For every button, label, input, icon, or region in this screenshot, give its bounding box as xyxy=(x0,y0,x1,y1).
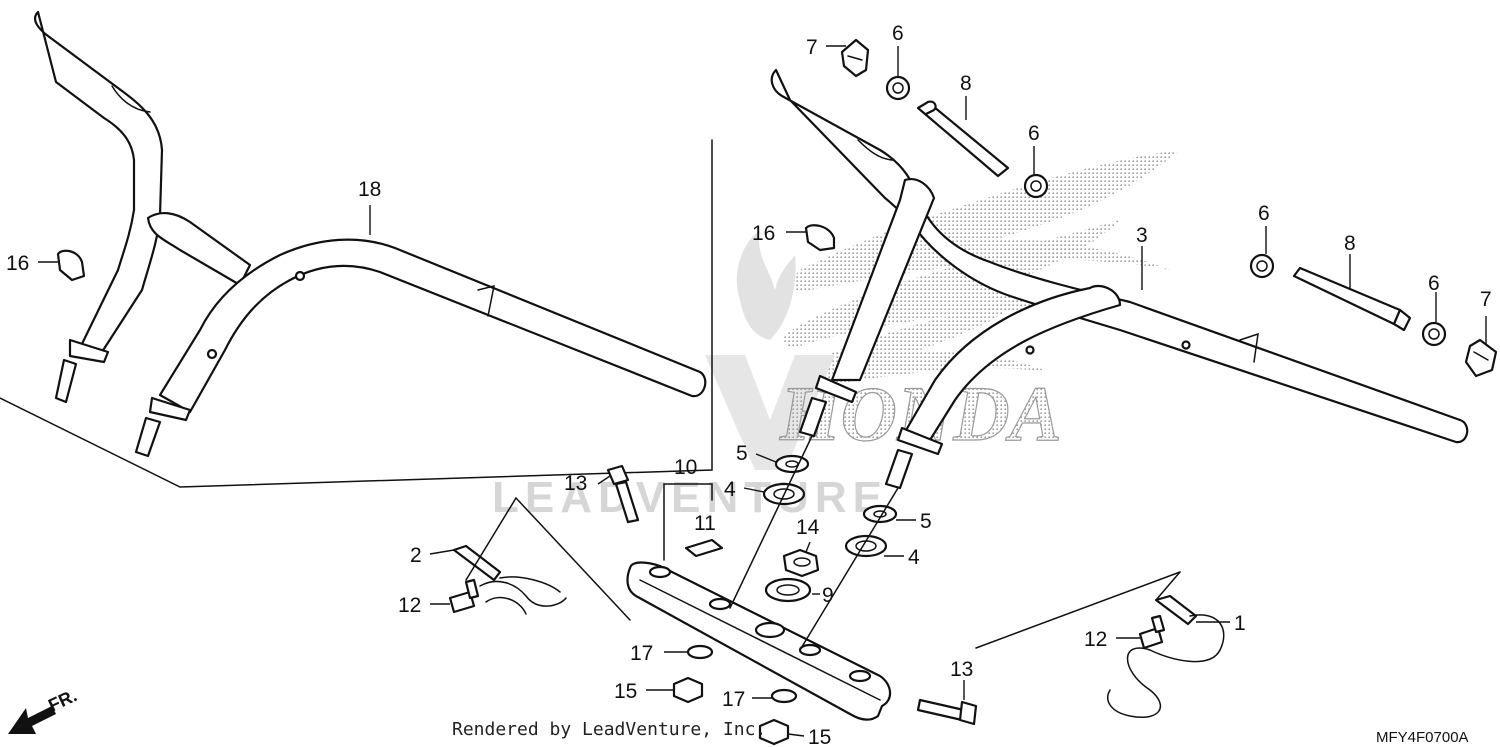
end-cap-part-7-upper[interactable] xyxy=(840,38,870,78)
holder-part-10[interactable] xyxy=(626,561,892,721)
clip-part-16-right[interactable] xyxy=(804,224,836,252)
inset-frame xyxy=(0,139,713,488)
callout-13-upper: 13 xyxy=(564,472,587,495)
washer-part-17-left[interactable] xyxy=(686,644,714,660)
callout-16-left: 16 xyxy=(6,252,29,275)
callout-7-upper: 7 xyxy=(806,36,818,59)
bolt-part-13-upper[interactable] xyxy=(606,464,640,524)
callout-17-right: 17 xyxy=(722,688,745,711)
callout-3: 3 xyxy=(1136,224,1148,247)
bar-end-weight-part-8-lower[interactable] xyxy=(1292,266,1412,332)
callout-6-d: 6 xyxy=(1428,272,1440,295)
callout-11: 11 xyxy=(694,512,716,535)
cable-guide-part-1[interactable] xyxy=(1107,594,1225,718)
callout-4-lower: 4 xyxy=(908,546,920,569)
callout-6-a: 6 xyxy=(892,22,904,45)
nut-part-15-right[interactable] xyxy=(758,718,790,746)
handlebar-main-part-3[interactable] xyxy=(770,68,1469,490)
callout-7-lower: 7 xyxy=(1480,288,1492,311)
callout-6-c: 6 xyxy=(1258,202,1270,225)
callout-15-right: 15 xyxy=(808,726,831,747)
diagram-code: MFY4F0700A xyxy=(1376,729,1469,746)
callout-13-lower: 13 xyxy=(950,658,973,681)
washer-part-5-lower[interactable] xyxy=(862,504,898,524)
leadventure-watermark-text: LEADVENTURE xyxy=(492,473,888,522)
callout-9: 9 xyxy=(822,584,834,607)
front-direction-indicator: FR. xyxy=(8,685,80,734)
rubber-part-6-d[interactable] xyxy=(1421,321,1447,347)
washer-part-5-upper[interactable] xyxy=(774,454,810,474)
rubber-part-6-c[interactable] xyxy=(1249,253,1275,279)
assembly-guide-lines xyxy=(465,435,1181,651)
clip-part-16-left[interactable] xyxy=(56,249,86,282)
bolt-part-12-left[interactable] xyxy=(448,578,480,614)
callout-1: 1 xyxy=(1234,612,1246,635)
callout-14: 14 xyxy=(796,516,820,539)
callout-12-right: 12 xyxy=(1084,628,1107,651)
callout-8-upper: 8 xyxy=(960,72,972,95)
render-credit: Rendered by LeadVenture, Inc. xyxy=(452,719,766,740)
front-arrow-icon xyxy=(8,706,56,734)
washer-part-9[interactable] xyxy=(764,577,812,603)
cushion-part-4-lower[interactable] xyxy=(844,534,888,558)
nut-part-14[interactable] xyxy=(782,548,820,578)
leader-lines xyxy=(38,45,1487,737)
callout-15-left: 15 xyxy=(614,680,637,703)
bolt-part-12-right[interactable] xyxy=(1138,614,1166,650)
callout-4-upper: 4 xyxy=(724,478,736,501)
label-plate-part-11[interactable] xyxy=(684,538,724,558)
bar-end-weight-part-8-upper[interactable] xyxy=(916,100,1010,178)
callout-6-b: 6 xyxy=(1028,122,1040,145)
callout-8-lower: 8 xyxy=(1344,232,1356,255)
callout-18: 18 xyxy=(358,178,381,201)
callout-17-left: 17 xyxy=(630,642,653,665)
callout-labels: 18 16 16 7 7 6 6 6 6 8 8 3 5 5 4 4 10 11… xyxy=(6,22,1492,747)
rubber-part-6-a[interactable] xyxy=(885,75,911,101)
handlebar-alt-part-18[interactable] xyxy=(33,10,707,458)
bolt-part-13-lower[interactable] xyxy=(916,698,978,726)
end-cap-part-7-lower[interactable] xyxy=(1464,338,1498,378)
washer-part-17-right[interactable] xyxy=(770,688,798,704)
callout-5-lower: 5 xyxy=(920,510,932,533)
rubber-part-6-b[interactable] xyxy=(1023,173,1049,199)
callout-12-left: 12 xyxy=(398,594,421,617)
nut-part-15-left[interactable] xyxy=(672,676,704,704)
callout-5-upper: 5 xyxy=(736,442,748,465)
callout-16-right: 16 xyxy=(752,222,775,245)
callout-2: 2 xyxy=(410,544,422,567)
callout-10: 10 xyxy=(674,456,697,479)
